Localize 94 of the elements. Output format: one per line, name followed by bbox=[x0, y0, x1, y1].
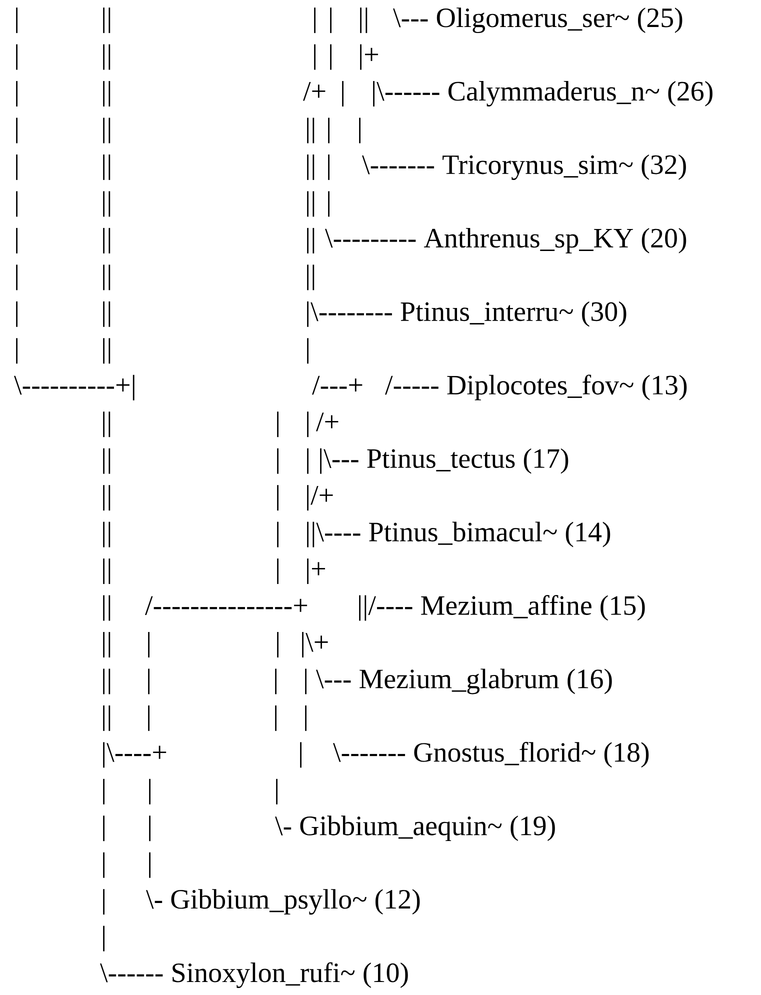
tree-branch-text: |\----+ bbox=[103, 742, 166, 768]
tree-branch-text: || bbox=[103, 595, 110, 621]
tree-branch-text: | bbox=[149, 816, 150, 842]
tree-branch-text: || bbox=[307, 154, 314, 180]
tree-branch-text: || bbox=[103, 264, 110, 290]
taxon-label: ||\---- Ptinus_bimacul~ (14) bbox=[307, 522, 610, 548]
tree-branch-text: | bbox=[328, 154, 330, 180]
tree-branch-text: || bbox=[103, 191, 110, 217]
tree-branch-text: | bbox=[276, 778, 278, 804]
tree-branch-text: | bbox=[330, 8, 332, 34]
tree-branch-text: || bbox=[103, 485, 110, 511]
taxon-label: \--- Mezium_glabrum (16) bbox=[316, 668, 612, 694]
tree-branch-text: | bbox=[16, 301, 18, 327]
tree-branch-text: || bbox=[103, 632, 110, 658]
tree-branch-text: |/+ bbox=[307, 485, 333, 511]
tree-branch-text: | bbox=[148, 632, 150, 658]
tree-branch-text: \----------+| bbox=[14, 374, 134, 400]
taxon-label: |\-------- Ptinus_interru~ (30) bbox=[307, 301, 626, 327]
tree-branch-text: | bbox=[328, 118, 330, 144]
tree-branch-text: | bbox=[16, 118, 18, 144]
tree-branch-text: || bbox=[103, 118, 110, 144]
tree-branch-text: | bbox=[314, 44, 316, 70]
tree-branch-text: /+ bbox=[316, 412, 338, 432]
tree-branch-text: || bbox=[103, 448, 110, 474]
tree-branch-text: || bbox=[307, 228, 314, 254]
taxon-label: \- Gibbium_psyllo~ (12) bbox=[146, 889, 420, 915]
tree-branch-text: | bbox=[277, 558, 278, 584]
tree-branch-text: | bbox=[148, 705, 150, 731]
taxon-label: |\--- Ptinus_tectus (17) bbox=[320, 448, 568, 474]
tree-branch-text: | bbox=[307, 338, 308, 364]
tree-branch-text: || bbox=[103, 522, 110, 548]
tree-branch-text: | bbox=[149, 778, 150, 804]
tree-branch-text: || bbox=[307, 118, 314, 144]
tree-branch-text: | bbox=[103, 926, 104, 952]
tree-branch-text: /---------------+ bbox=[145, 596, 308, 615]
tree-branch-text: | bbox=[277, 412, 278, 438]
tree-branch-text: || bbox=[103, 301, 110, 327]
tree-branch-text: | bbox=[16, 191, 18, 217]
taxon-label: \------- Tricorynus_sim~ (32) bbox=[362, 154, 686, 180]
tree-branch-text: | bbox=[16, 154, 18, 180]
tree-branch-text: | bbox=[275, 668, 276, 694]
tree-branch-text: | bbox=[330, 44, 332, 70]
tree-branch-text: | bbox=[277, 522, 278, 548]
tree-branch-text: | bbox=[16, 44, 18, 70]
tree-branch-text: | bbox=[16, 228, 18, 254]
tree-branch-text: | bbox=[277, 448, 278, 474]
tree-branch-text: |+ bbox=[360, 44, 378, 70]
taxon-label: \------ Sinoxylon_rufi~ (10) bbox=[100, 962, 408, 988]
tree-branch-text: || bbox=[103, 338, 110, 364]
taxon-label: \--- Oligomerus_ser~ (25) bbox=[393, 8, 682, 34]
tree-branch-text: | bbox=[16, 338, 18, 364]
tree-branch-text: | bbox=[277, 485, 278, 511]
taxon-label: \--------- Anthrenus_sp_KY (20) bbox=[325, 228, 686, 254]
tree-branch-text: | bbox=[305, 668, 306, 694]
tree-branch-text: | bbox=[359, 118, 360, 144]
tree-branch-text: || bbox=[103, 81, 110, 106]
tree-branch-text: | bbox=[342, 81, 344, 106]
tree-branch-text: || bbox=[103, 8, 110, 34]
taxon-label: \------- Gnostus_florid~ (18) bbox=[333, 742, 649, 768]
tree-branch-text: | bbox=[148, 668, 150, 694]
tree-branch-text: || bbox=[360, 8, 368, 34]
tree-branch-text: | bbox=[307, 448, 308, 474]
tree-branch-text: || bbox=[103, 154, 110, 180]
tree-branch-text: || bbox=[103, 44, 110, 70]
tree-branch-text: || bbox=[103, 705, 110, 731]
tree-branch-text: | bbox=[275, 705, 276, 731]
tree-branch-text: || bbox=[307, 264, 314, 290]
taxon-label: /----- Diplocotes_fov~ (13) bbox=[385, 374, 687, 400]
taxon-label: \- Gibbium_aequin~ (19) bbox=[275, 816, 555, 842]
tree-branch-text: | bbox=[103, 852, 104, 878]
tree-branch-text: | bbox=[305, 705, 306, 731]
tree-branch-text: | bbox=[149, 852, 150, 878]
tree-branch-text: | bbox=[103, 889, 104, 915]
tree-branch-text: || bbox=[103, 412, 110, 438]
taxon-label: ||/---- Mezium_affine (15) bbox=[359, 594, 645, 621]
tree-branch-text: | bbox=[328, 191, 330, 217]
tree-branch-text: || bbox=[103, 228, 110, 254]
tree-branch-text: | bbox=[277, 632, 278, 658]
taxon-label: |\------ Calymmaderus_n~ (26) bbox=[373, 81, 712, 106]
tree-branch-text: |+ bbox=[307, 558, 326, 584]
tree-branch-text: | bbox=[314, 8, 316, 34]
tree-branch-text: /---+ bbox=[312, 376, 362, 395]
tree-branch-text: /+ bbox=[303, 82, 326, 101]
tree-branch-text: |\+ bbox=[302, 632, 328, 658]
tree-branch-text: | bbox=[16, 264, 18, 290]
tree-branch-text: | bbox=[307, 412, 308, 438]
tree-branch-text: || bbox=[103, 668, 110, 694]
tree-branch-text: | bbox=[300, 742, 302, 768]
tree-branch-text: | bbox=[103, 816, 104, 842]
tree-branch-text: | bbox=[16, 81, 18, 106]
tree-branch-text: | bbox=[103, 778, 104, 804]
tree-branch-text: || bbox=[307, 191, 314, 217]
tree-branch-text: || bbox=[103, 558, 110, 584]
tree-branch-text: | bbox=[16, 8, 18, 34]
